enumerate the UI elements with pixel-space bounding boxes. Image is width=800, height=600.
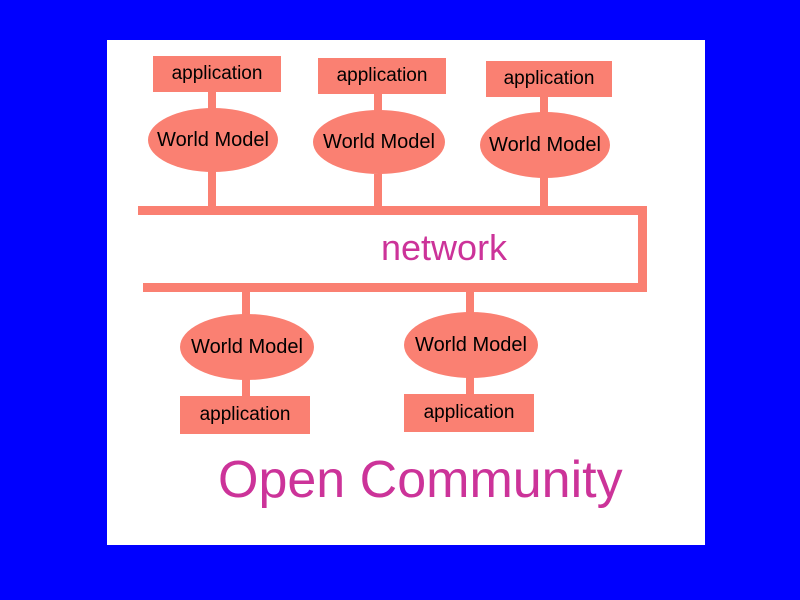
network-bus-top-line	[138, 206, 645, 215]
connector-line	[540, 176, 548, 210]
connector-line	[466, 374, 474, 396]
application-box: application	[153, 56, 281, 92]
network-bus-bottom-line	[143, 283, 647, 292]
connector-line	[374, 174, 382, 210]
connector-line	[466, 290, 474, 316]
world-model-label: World Model	[323, 130, 435, 153]
connector-line	[208, 170, 216, 210]
world-model-label: World Model	[191, 335, 303, 358]
application-label: application	[171, 63, 263, 84]
application-label: application	[336, 65, 428, 86]
world-model-node: World Model	[313, 110, 445, 174]
world-model-node: World Model	[480, 112, 610, 178]
connector-line	[374, 94, 382, 114]
world-model-label: World Model	[415, 333, 527, 356]
connector-line	[242, 376, 250, 398]
world-model-label: World Model	[489, 133, 601, 156]
application-label: application	[199, 404, 291, 425]
world-model-label: World Model	[157, 128, 269, 151]
world-model-node: World Model	[148, 108, 278, 172]
connector-line	[242, 290, 250, 318]
world-model-node: World Model	[404, 312, 538, 378]
application-box: application	[318, 58, 446, 94]
network-bus-right-line	[638, 206, 647, 292]
connector-line	[208, 92, 216, 112]
application-label: application	[503, 68, 595, 89]
network-label: network	[381, 227, 508, 268]
application-label: application	[423, 402, 515, 423]
world-model-node: World Model	[180, 314, 314, 380]
diagram-title: Open Community	[218, 451, 623, 509]
application-box: application	[404, 394, 534, 432]
connector-line	[540, 97, 548, 114]
application-box: application	[486, 61, 612, 97]
application-box: application	[180, 396, 310, 434]
